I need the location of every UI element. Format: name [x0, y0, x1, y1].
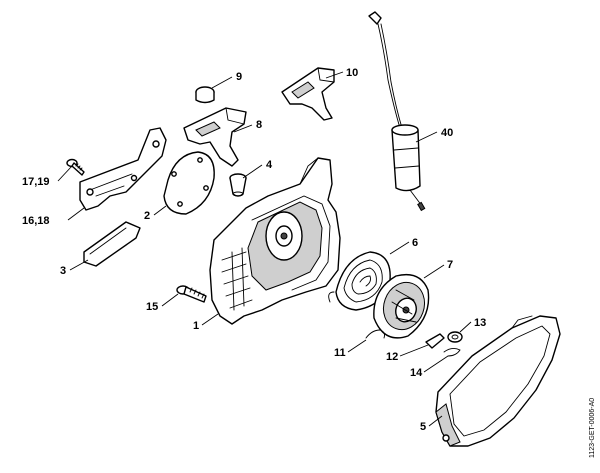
callout-16-18: 16,18 [22, 215, 50, 227]
callout-40: 40 [441, 127, 453, 139]
callout-12: 12 [386, 351, 398, 363]
callout-1: 1 [193, 320, 199, 332]
callout-2: 2 [144, 210, 150, 222]
plate-part-3 [83, 221, 141, 267]
callout-3: 3 [60, 265, 66, 277]
callout-10: 10 [346, 67, 358, 79]
washer-part-13 [447, 331, 463, 343]
plug-part-9 [195, 86, 215, 104]
callout-17-19: 17,19 [22, 176, 50, 188]
callout-5: 5 [420, 421, 426, 433]
callout-8: 8 [256, 119, 262, 131]
bolt-part-15 [176, 285, 207, 303]
rope-end-part-11 [365, 329, 385, 339]
fan-cover-part-5 [435, 315, 561, 447]
screw-part-17-19 [66, 158, 85, 176]
callout-11: 11 [334, 347, 346, 359]
callout-15: 15 [146, 301, 158, 313]
callout-14: 14 [410, 367, 423, 379]
callout-13: 13 [474, 317, 486, 329]
round-plate-part-2 [163, 151, 215, 215]
side-plate-part-16-18 [79, 127, 167, 211]
drawing-code: 1123-GET-0006-A0 [589, 398, 596, 458]
callout-6: 6 [412, 237, 418, 249]
spring-clip-part-14 [443, 347, 461, 357]
pawl-part-12 [425, 333, 445, 349]
rope-part-40 [368, 11, 426, 212]
fan-housing-part-1 [209, 157, 341, 325]
callout-labels: 9 10 8 40 4 17,19 16,18 2 3 6 7 15 1 13 … [22, 67, 486, 433]
bushing-part-4 [229, 173, 247, 197]
rope-rotor-part-7 [373, 273, 430, 339]
handle-part-10 [281, 67, 335, 121]
callout-9: 9 [236, 71, 242, 83]
callout-4: 4 [266, 159, 273, 171]
callout-7: 7 [447, 259, 453, 271]
leader-lines [57, 71, 472, 427]
handle-part-8 [183, 107, 247, 167]
